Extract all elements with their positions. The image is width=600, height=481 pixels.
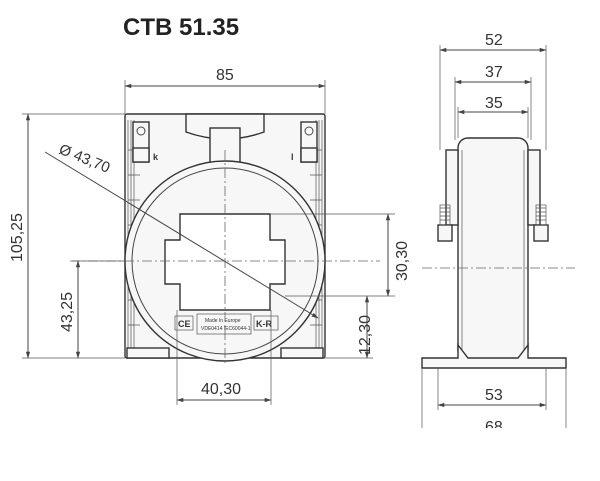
terminal-left: k	[132, 121, 159, 163]
dim-window-width: 40,30	[201, 381, 241, 398]
diameter-leader	[44, 151, 319, 319]
brand-mark: K-R	[256, 319, 272, 329]
side-base	[421, 342, 567, 369]
side-flange-left	[445, 149, 459, 226]
diameter-label: Ø 43,70	[57, 141, 113, 177]
front-view: k l CE Made In Europe VDE0414 IEC60044-1…	[9, 67, 411, 405]
dim-side-35: 35	[485, 95, 503, 112]
dim-window-height: 30,30	[394, 241, 411, 281]
brand-mark-box	[253, 315, 279, 331]
drawing-title: CTB 51.35	[123, 14, 239, 41]
dim-width: 85	[216, 67, 234, 84]
side-screw-right	[533, 224, 549, 242]
terminal-label-k: k	[153, 152, 159, 162]
terminal-label-l: l	[291, 152, 294, 162]
dim-side-53: 53	[485, 387, 503, 404]
dim-side-37: 37	[485, 64, 503, 81]
ce-mark: CE	[178, 319, 191, 329]
foot-right	[280, 347, 324, 359]
ce-mark-box	[174, 315, 194, 331]
label-line-2: VDE0414 IEC60044-1	[201, 326, 251, 332]
dim-bottom-offset: 12,30	[357, 315, 374, 355]
dim-center-height: 43,25	[59, 292, 76, 332]
label-plate	[196, 313, 252, 335]
side-view: 52 37 35 53 68	[410, 32, 580, 448]
label-line-1: Made In Europe	[205, 318, 241, 324]
foot-left	[126, 347, 170, 359]
dim-side-52: 52	[485, 32, 503, 49]
side-flange-right	[527, 149, 541, 226]
dim-height: 105,25	[9, 213, 26, 262]
terminal-right: l	[291, 121, 318, 163]
side-screw-left	[437, 224, 453, 242]
side-body	[457, 137, 529, 361]
